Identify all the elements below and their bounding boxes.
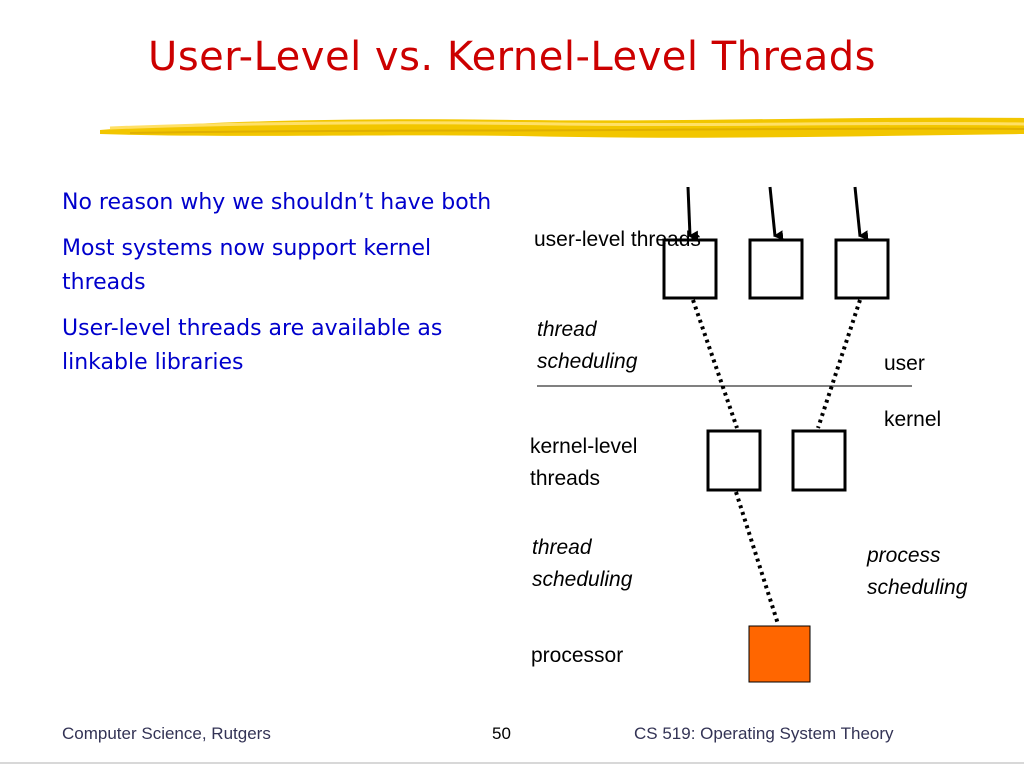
user-thread-box bbox=[662, 238, 718, 300]
arrow bbox=[768, 186, 784, 241]
slide-title: User-Level vs. Kernel-Level Threads bbox=[148, 34, 876, 80]
process-scheduling-label: process scheduling bbox=[867, 544, 968, 599]
user-thread-box bbox=[748, 238, 804, 300]
arrow bbox=[686, 186, 699, 241]
processor-box bbox=[748, 625, 811, 683]
bullet-list: No reason why we shouldn’t have both Mos… bbox=[62, 186, 502, 392]
footer-right: CS 519: Operating System Theory bbox=[634, 724, 894, 743]
kernel-label: kernel bbox=[884, 408, 942, 431]
user-label: user bbox=[884, 352, 925, 375]
processor-label: processor bbox=[531, 644, 624, 667]
footer-left: Computer Science, Rutgers bbox=[62, 724, 271, 743]
mapping-line bbox=[691, 299, 739, 429]
mapping-line bbox=[816, 299, 862, 429]
kernel-thread-scheduling-label: thread scheduling bbox=[532, 536, 633, 591]
mapping-line bbox=[734, 491, 780, 625]
user-thread-box bbox=[834, 238, 890, 300]
page-number: 50 bbox=[492, 724, 511, 743]
bullet-item: No reason why we shouldn’t have both bbox=[62, 190, 492, 215]
arrow bbox=[853, 186, 869, 241]
bullet-item: Most systems now support kernel threads bbox=[62, 236, 432, 295]
user-thread-scheduling-label: thread scheduling bbox=[537, 318, 638, 373]
footer-divider bbox=[0, 762, 1024, 764]
kernel-thread-box bbox=[791, 429, 847, 492]
kernel-thread-box bbox=[706, 429, 762, 492]
user-level-threads-label: user-level threads bbox=[534, 228, 701, 251]
bullet-item: User-level threads are available as link… bbox=[62, 316, 443, 375]
title-underline-brush bbox=[100, 117, 1024, 138]
kernel-level-threads-label: kernel-level threads bbox=[530, 435, 638, 490]
